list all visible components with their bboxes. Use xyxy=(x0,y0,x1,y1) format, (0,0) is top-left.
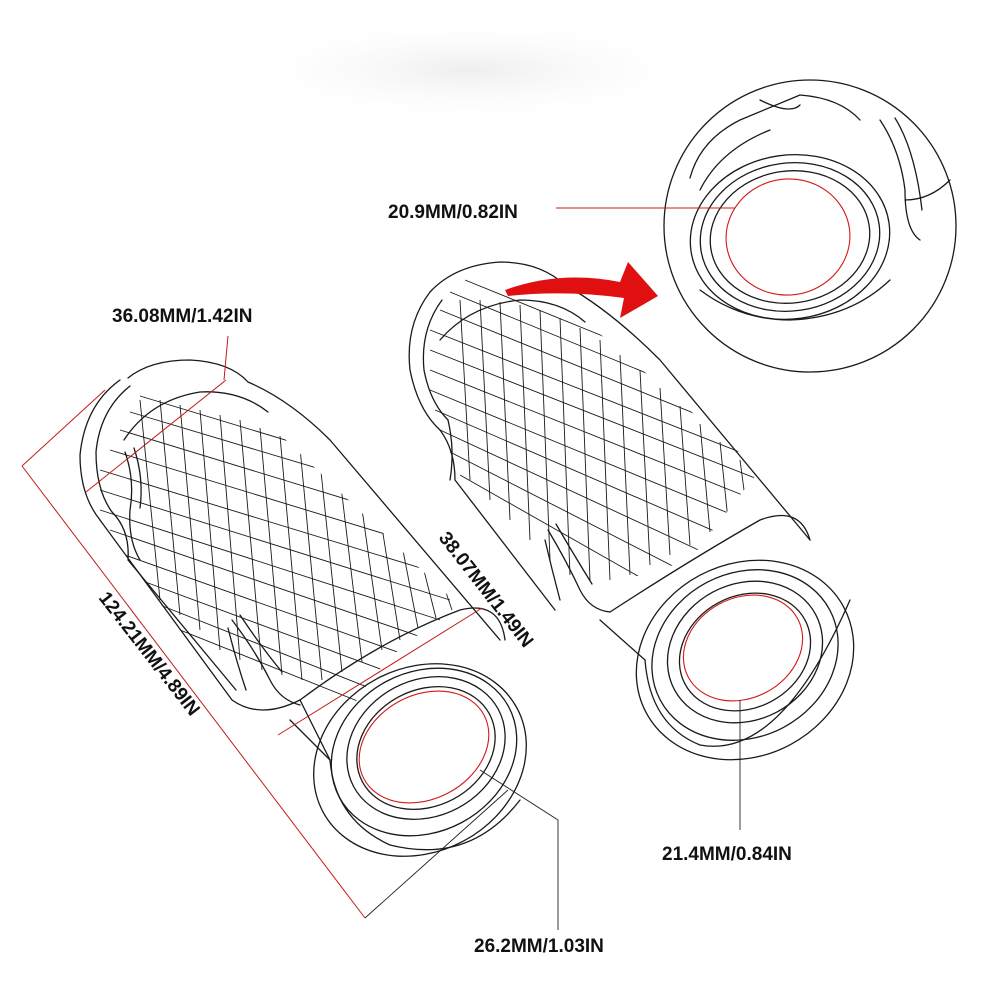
dimension-lines xyxy=(21,207,741,930)
label-grip-diameter: 38.07MM/1.49IN xyxy=(434,528,537,652)
label-end-outer-diameter: 36.08MM/1.42IN xyxy=(112,306,252,327)
right-grip xyxy=(408,261,855,761)
zoom-detail xyxy=(663,79,957,373)
left-grip xyxy=(79,359,527,857)
background-shadow xyxy=(220,15,720,125)
label-left-inner-diameter: 26.2MM/1.03IN xyxy=(474,936,604,957)
label-inner-zoom-diameter: 20.9MM/0.82IN xyxy=(388,202,518,223)
label-right-inner-diameter: 21.4MM/0.84IN xyxy=(662,844,792,865)
right-grip-texture xyxy=(429,279,760,600)
left-grip-texture xyxy=(99,395,501,711)
zoom-arrow-icon xyxy=(505,262,658,318)
label-total-length: 124.21MM/4.89IN xyxy=(94,588,204,720)
